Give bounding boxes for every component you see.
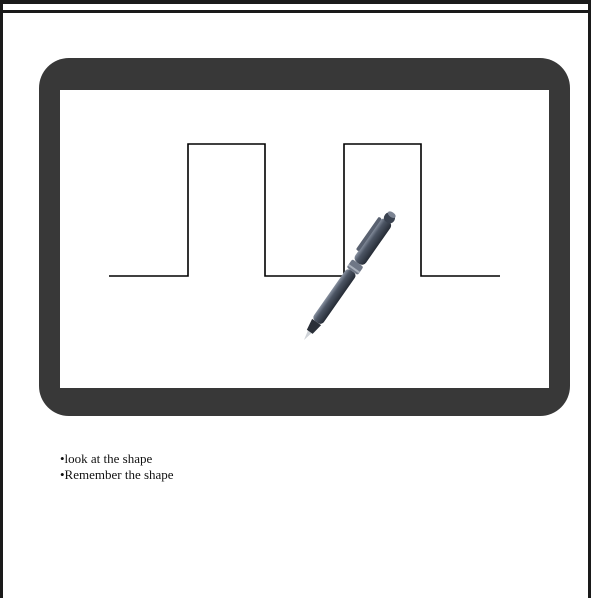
instruction-item: •look at the shape [60,451,174,467]
instruction-list: •look at the shape •Remember the shape [60,451,174,483]
pen-body [296,207,399,344]
instruction-item: •Remember the shape [60,467,174,483]
